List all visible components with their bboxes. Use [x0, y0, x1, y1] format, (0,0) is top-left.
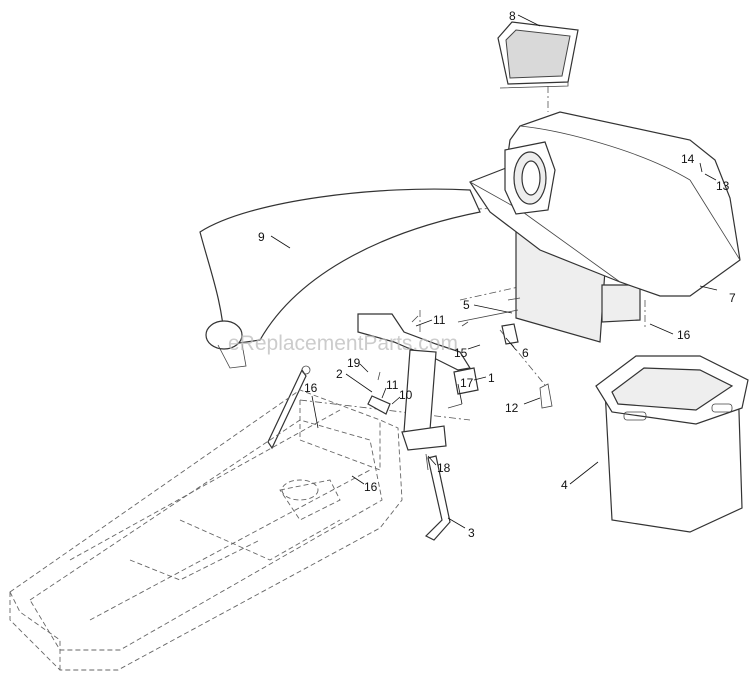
leader-lines	[270, 14, 718, 529]
callout-14: 14	[681, 152, 695, 166]
callout-1: 1	[488, 371, 495, 385]
chute-tube-part	[199, 188, 481, 369]
callout-16-frame-lower: 16	[364, 480, 378, 494]
callout-10: 10	[399, 388, 413, 402]
screen-part	[497, 21, 579, 89]
callout-11-upper: 11	[433, 313, 446, 327]
bracket-assembly	[357, 297, 553, 471]
callout-6: 6	[522, 346, 529, 360]
callout-18: 18	[437, 461, 451, 475]
callout-16-frame-upper: 16	[304, 381, 318, 395]
callout-19: 19	[347, 356, 361, 370]
callout-17: 17	[460, 376, 474, 390]
callout-13: 13	[716, 179, 730, 193]
callout-5: 5	[463, 298, 470, 312]
callout-8: 8	[509, 9, 516, 23]
tractor-frame	[9, 389, 403, 671]
callout-7: 7	[729, 291, 736, 305]
callout-11-lower: 11	[386, 378, 399, 392]
callout-12: 12	[505, 401, 519, 415]
callout-2: 2	[336, 367, 343, 381]
callout-15: 15	[454, 346, 468, 360]
callout-labels: 8 9 14 13 7 16 5 11 15 6 1 19 2 11 10 16…	[258, 9, 736, 540]
watermark: eReplacementParts.com	[228, 332, 458, 355]
bag-part	[595, 355, 749, 533]
support-rod-part	[267, 365, 451, 541]
callout-4: 4	[561, 478, 568, 492]
callout-16-hood: 16	[677, 328, 691, 342]
callout-3: 3	[468, 526, 475, 540]
hood-part	[469, 111, 741, 343]
callout-9: 9	[258, 230, 265, 244]
